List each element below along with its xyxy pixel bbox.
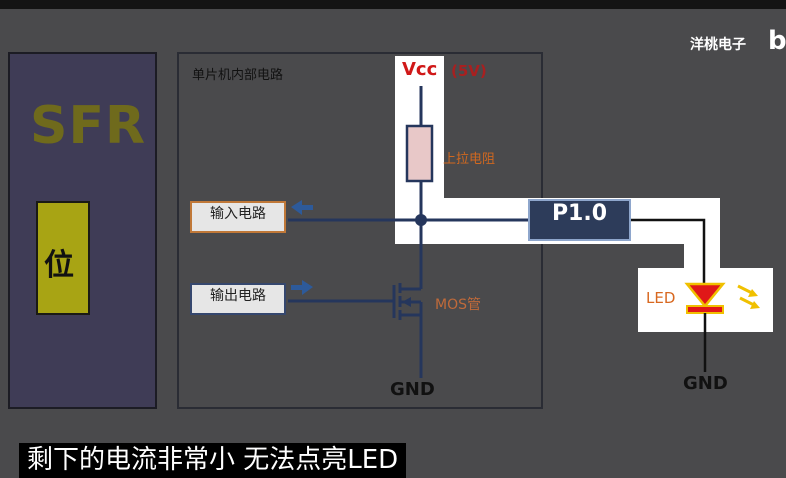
light-rays-icon — [737, 284, 760, 309]
input-circuit-label: 输入电路 — [210, 206, 266, 222]
vcc-voltage-label: (5V) — [451, 62, 487, 80]
led-label: LED — [646, 289, 676, 307]
led-diode-icon — [684, 282, 726, 314]
mos-label: MOS管 — [435, 297, 481, 313]
mos-transistor — [392, 283, 423, 320]
output-circuit-box: 输出电路 — [190, 283, 286, 315]
mcu-gnd-label: GND — [390, 379, 435, 400]
bilibili-logo-icon: b — [768, 26, 786, 56]
pullup-resistor — [405, 124, 434, 183]
subtitle-text: 剩下的电流非常小 无法点亮LED — [27, 445, 399, 475]
vcc-label: Vcc — [402, 59, 438, 80]
bit-label: 位 — [44, 248, 74, 283]
pullup-resistor-label: 上拉电阻 — [443, 152, 496, 167]
led-gnd-label: GND — [683, 373, 728, 394]
pin-led-wire — [630, 218, 706, 283]
sfr-label: SFR — [30, 96, 147, 156]
pin-p10-box: P1.0 — [528, 199, 631, 241]
bit-box — [36, 201, 90, 315]
top-black-bar — [0, 0, 786, 9]
watermark-brand: 洋桃电子 — [690, 37, 746, 53]
input-circuit-box: 输入电路 — [190, 201, 286, 233]
output-arrow-icon — [291, 280, 313, 295]
input-arrow-icon — [291, 200, 313, 215]
pin-p10-label: P1.0 — [551, 201, 608, 226]
mcu-internal-circuit-title: 单片机内部电路 — [192, 68, 284, 83]
subtitle-caption: 剩下的电流非常小 无法点亮LED — [19, 443, 407, 478]
output-circuit-label: 输出电路 — [210, 288, 266, 304]
